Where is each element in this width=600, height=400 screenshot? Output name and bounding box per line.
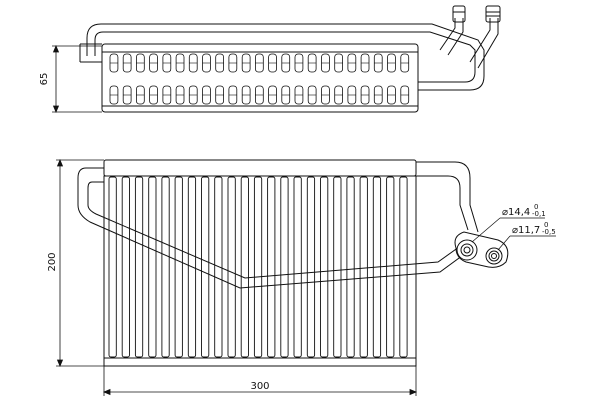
top-view-pipe-1 — [439, 18, 464, 56]
front-fin — [108, 176, 117, 358]
front-fin — [346, 176, 355, 358]
top-view-fins — [109, 53, 410, 105]
front-fin — [148, 176, 157, 358]
port-large-tol-upper: 0 — [534, 203, 538, 211]
front-fin — [253, 176, 263, 358]
front-fin — [174, 176, 183, 358]
front-fin — [134, 176, 144, 358]
front-fin — [320, 176, 329, 358]
port-large-label: ⌀14,4 — [502, 207, 530, 218]
top-view-core — [101, 43, 419, 113]
front-fin — [267, 176, 276, 358]
top-view-fitting-1 — [452, 5, 466, 23]
front-view-top-tank — [103, 159, 417, 177]
front-view — [77, 159, 509, 367]
port-small-tol-upper: 0 — [544, 221, 548, 229]
port-small-tol-lower: -0,5 — [542, 228, 556, 236]
height-dimension — [56, 158, 104, 368]
front-view-flange — [454, 231, 509, 268]
front-fin — [333, 176, 342, 358]
front-fin — [187, 176, 197, 358]
front-fin — [280, 176, 289, 358]
front-fin — [399, 176, 408, 358]
depth-label: 65 — [39, 73, 50, 86]
width-dimension — [102, 366, 418, 396]
top-view-fitting-2 — [485, 5, 501, 23]
front-fin — [201, 176, 210, 358]
front-view-core — [103, 175, 417, 367]
front-fin — [121, 176, 130, 358]
front-fin — [227, 176, 236, 358]
height-label: 200 — [47, 252, 58, 271]
port-large-tol-lower: -0,1 — [532, 210, 546, 218]
depth-dimension — [52, 44, 102, 114]
port-small-label: ⌀11,7 — [512, 225, 540, 236]
port-small — [485, 247, 503, 265]
front-view-inlet-tube — [77, 167, 471, 289]
top-view — [79, 5, 501, 113]
front-fin — [293, 176, 302, 358]
top-view-header-tube — [94, 31, 476, 83]
front-view-return-tube — [416, 161, 479, 233]
front-fin — [161, 176, 170, 358]
port-leaders — [471, 217, 556, 251]
port-large — [456, 239, 478, 261]
front-view-fins — [108, 176, 408, 358]
front-fin — [240, 176, 249, 358]
width-label: 300 — [250, 381, 269, 392]
front-fin — [359, 176, 368, 358]
front-fin — [214, 176, 223, 358]
front-fin — [386, 176, 395, 358]
front-fin — [306, 176, 316, 358]
